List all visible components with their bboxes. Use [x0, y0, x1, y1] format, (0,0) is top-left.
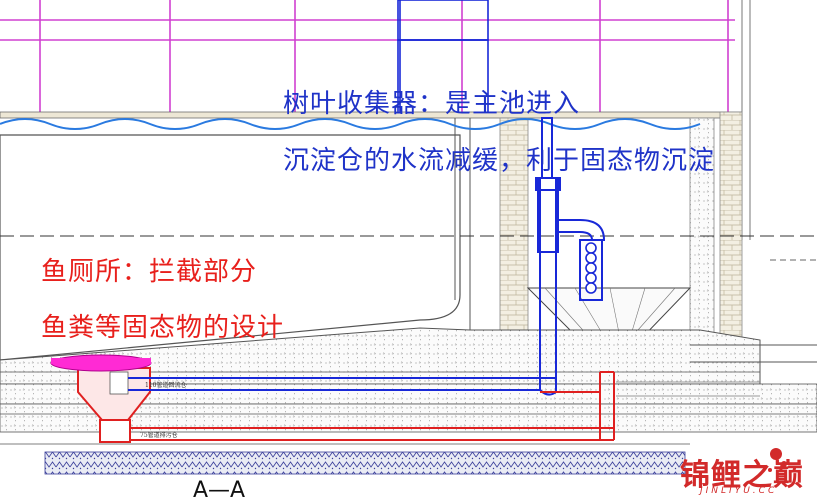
- fish-toilet-annotation-1: 鱼厕所：拦截部分: [41, 257, 258, 287]
- watermark-fish-icon: [768, 448, 787, 472]
- gravel-bed: [44, 451, 686, 475]
- fish-toilet-annotation-2: 鱼粪等固态物的设计: [41, 313, 285, 343]
- bottom-drain-cap: [51, 358, 151, 364]
- watermark-url: JINLIYU.CC: [700, 486, 778, 496]
- outer-brick-wall: [719, 111, 743, 369]
- drain-sump: [99, 419, 131, 443]
- leaf-collector-annotation-2: 沉淀仓的水流减缓，利于固态物沉淀: [283, 146, 716, 176]
- pond-basin: [0, 134, 461, 361]
- leaf-collector-annotation-1: 树叶收集器：是主池进入: [283, 89, 581, 119]
- building-frame: [0, 0, 735, 112]
- pipe-label-return: 110管道回流仓: [145, 382, 187, 389]
- watermark-logo: 锦鲤之巅: [680, 458, 804, 493]
- leaf-collector-basket: [585, 242, 597, 294]
- water-surface: [0, 118, 701, 130]
- blue-return-pipe: [128, 117, 606, 396]
- pipe-label-drain: 75管道排污仓: [140, 432, 178, 439]
- section-label: A—A: [193, 478, 246, 503]
- right-frame: [741, 0, 751, 240]
- red-drain-pipe: [130, 371, 615, 441]
